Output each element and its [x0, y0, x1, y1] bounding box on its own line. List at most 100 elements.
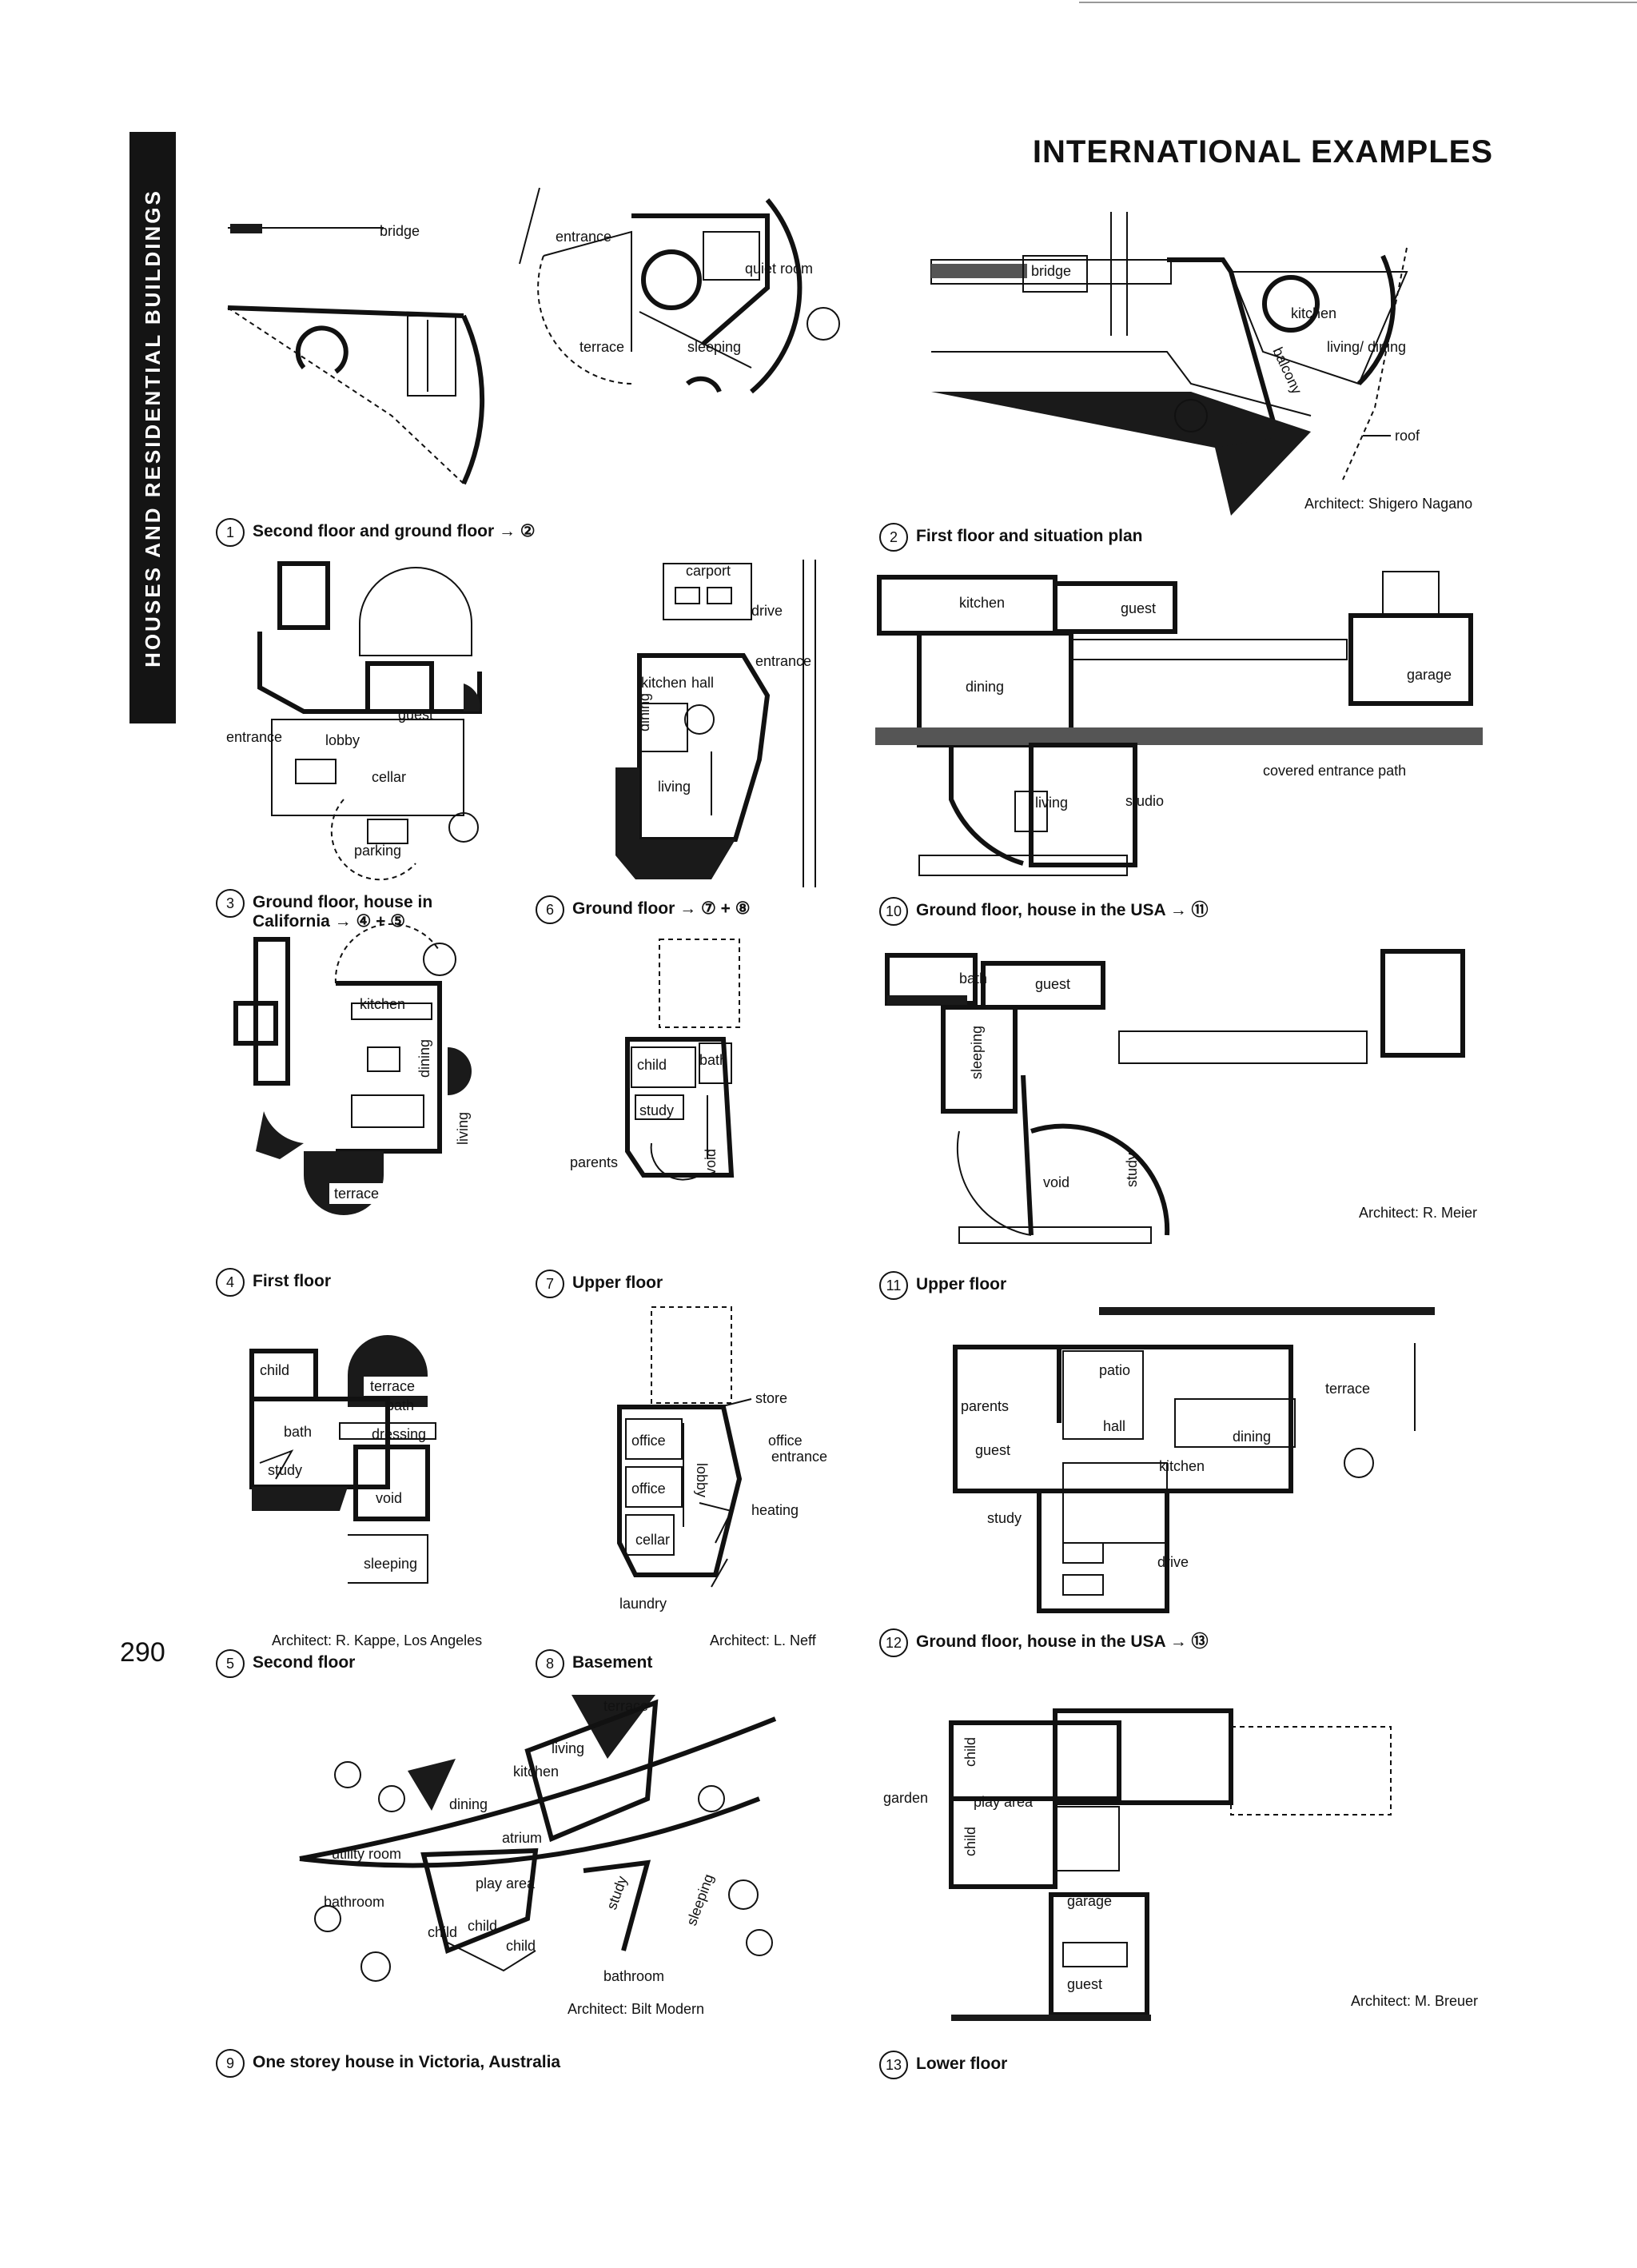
fig4-label-4: terrace — [334, 1186, 379, 1202]
fig9-label-1: terrace — [603, 1698, 648, 1714]
fig9-label-2: living — [552, 1740, 584, 1756]
fig2-number: 2 — [879, 523, 908, 552]
fig4-caption: 4 First floor — [216, 1268, 331, 1297]
fig10-label-6: living — [1035, 795, 1068, 811]
fig5-number: 5 — [216, 1649, 245, 1678]
fig9-label-3: kitchen — [513, 1764, 559, 1780]
fig8-label-6: lobby — [694, 1463, 710, 1497]
fig8-label-2: office — [631, 1433, 666, 1449]
fig5-label-2: terrace — [370, 1378, 415, 1394]
fig9-architect: Architect: Bilt Modern — [568, 2001, 705, 2017]
fig12-label-1: patio — [1099, 1362, 1130, 1378]
fig9-label-11: child — [506, 1938, 536, 1954]
fig8-label-5: entrance — [771, 1449, 827, 1465]
fig4-number: 4 — [216, 1268, 245, 1297]
fig2-label-1: bridge — [1031, 263, 1071, 279]
sidebar-label: HOUSES AND RESIDENTIAL BUILDINGS — [140, 188, 165, 668]
fig6-label-3: entrance — [755, 653, 811, 669]
fig5-architect: Architect: R. Kappe, Los Angeles — [272, 1632, 483, 1648]
fig1-caption: 1 Second floor and ground floor → ② — [216, 518, 536, 547]
fig8-number: 8 — [536, 1649, 564, 1678]
fig2-architect: Architect: Shigero Nagano — [1304, 496, 1473, 512]
fig13-label-2: garden — [883, 1790, 928, 1806]
fig11-label-4: study — [1124, 1153, 1140, 1187]
plan-figure-3: guest entrance lobby cellar parking — [226, 561, 482, 881]
plan-figure-12: patio terrace parents hall dining guest … — [953, 1307, 1435, 1613]
fig12-label-3: parents — [961, 1398, 1009, 1414]
plan-figure-1: bridge entrance quiet room terrace sleep… — [227, 187, 840, 485]
fig1-label-5: sleeping — [687, 339, 741, 355]
fig10-label-2: guest — [1121, 600, 1156, 616]
fig7-label-5: void — [703, 1149, 719, 1175]
fig3-label-5: parking — [354, 843, 401, 859]
fig7-label-1: child — [637, 1057, 667, 1073]
fig3-label-1: guest — [398, 707, 433, 723]
plan-figure-7: child bath study parents void — [570, 939, 740, 1181]
fig6-caption: 6 Ground floor → ⑦ + ⑧ — [536, 895, 751, 924]
page-title: INTERNATIONAL EXAMPLES — [1032, 134, 1493, 169]
plan-figure-13: child garden play area child garage gues… — [883, 1708, 1392, 2021]
fig5-label-5: dressing — [372, 1426, 426, 1442]
fig3-label-3: lobby — [325, 732, 360, 748]
fig13-label-3: play area — [974, 1794, 1034, 1810]
fig12-label-9: drive — [1157, 1554, 1189, 1570]
fig11-number: 11 — [879, 1271, 908, 1300]
fig5-label-6: study — [268, 1462, 302, 1478]
fig11-caption-text: Upper floor — [916, 1275, 1007, 1293]
fig3-caption-line2: California → ④ + ⑤ — [253, 912, 406, 931]
plan-figure-8: store office office office entrance lobb… — [617, 1306, 827, 1612]
fig13-number: 13 — [879, 2051, 908, 2079]
fig7-caption-text: Upper floor — [572, 1274, 663, 1292]
fig5-label-7: void — [376, 1490, 402, 1506]
fig1-label-1: bridge — [380, 223, 420, 239]
fig6-label-5: hall — [691, 675, 714, 691]
fig12-number: 12 — [879, 1628, 908, 1657]
fig4-label-3: living — [455, 1112, 471, 1145]
fig9-caption: 9 One storey house in Victoria, Australi… — [216, 2049, 560, 2078]
fig13-label-4: child — [962, 1827, 978, 1856]
fig4-caption-text: First floor — [253, 1272, 331, 1290]
fig6-label-2: drive — [751, 603, 783, 619]
fig7-label-3: study — [639, 1102, 674, 1118]
fig9-label-13: sleeping — [683, 1872, 717, 1928]
fig5-caption: 5 Second floor — [216, 1649, 355, 1678]
plan-figure-9: terrace living kitchen dining atrium uti… — [299, 1695, 777, 1984]
fig5-label-4: bath — [284, 1424, 312, 1440]
fig10-caption-text: Ground floor, house in the USA → ⑪ — [916, 901, 1209, 919]
fig9-label-5: atrium — [502, 1830, 542, 1846]
top-rule — [1079, 2, 1637, 3]
fig12-label-2: terrace — [1325, 1381, 1370, 1397]
fig3-label-4: cellar — [372, 769, 406, 785]
fig12-label-7: kitchen — [1159, 1458, 1205, 1474]
fig11-label-1: bath — [959, 971, 987, 987]
fig1-label-2: entrance — [556, 229, 611, 245]
fig7-label-2: bath — [699, 1052, 727, 1068]
fig12-label-5: dining — [1233, 1429, 1271, 1445]
fig2-label-3: living/ dining — [1327, 339, 1406, 355]
fig5-label-8: sleeping — [364, 1556, 417, 1572]
fig5-label-1: child — [260, 1362, 289, 1378]
fig13-caption: 13 Lower floor — [879, 2051, 1007, 2079]
fig9-label-10: child — [468, 1918, 497, 1934]
fig6-label-6: dining — [636, 693, 652, 731]
fig10-label-1: kitchen — [959, 595, 1005, 611]
fig8-architect: Architect: L. Neff — [710, 1632, 816, 1648]
page-number: 290 — [120, 1637, 165, 1668]
fig11-architect: Architect: R. Meier — [1359, 1205, 1478, 1221]
fig2-label-2: kitchen — [1291, 305, 1336, 321]
fig1-caption-text: Second floor and ground floor → ② — [253, 522, 536, 540]
fig2-label-5: roof — [1395, 428, 1420, 444]
fig13-architect: Architect: M. Breuer — [1351, 1993, 1479, 2009]
fig6-caption-text: Ground floor → ⑦ + ⑧ — [572, 899, 751, 918]
plan-figure-11: bath guest sleeping study void — [885, 949, 1465, 1244]
plan-figure-10: kitchen guest garage dining covered entr… — [875, 571, 1483, 876]
fig10-label-5: covered entrance path — [1263, 763, 1406, 779]
fig9-label-14: bathroom — [603, 1968, 664, 1984]
plan-figure-2: bridge kitchen living/ dining balcony ro… — [930, 212, 1420, 516]
fig10-label-4: dining — [966, 679, 1004, 695]
fig7-number: 7 — [536, 1270, 564, 1298]
fig4-label-1: kitchen — [360, 996, 405, 1012]
fig6-label-1: carport — [686, 563, 731, 579]
fig13-label-5: garage — [1067, 1893, 1112, 1909]
